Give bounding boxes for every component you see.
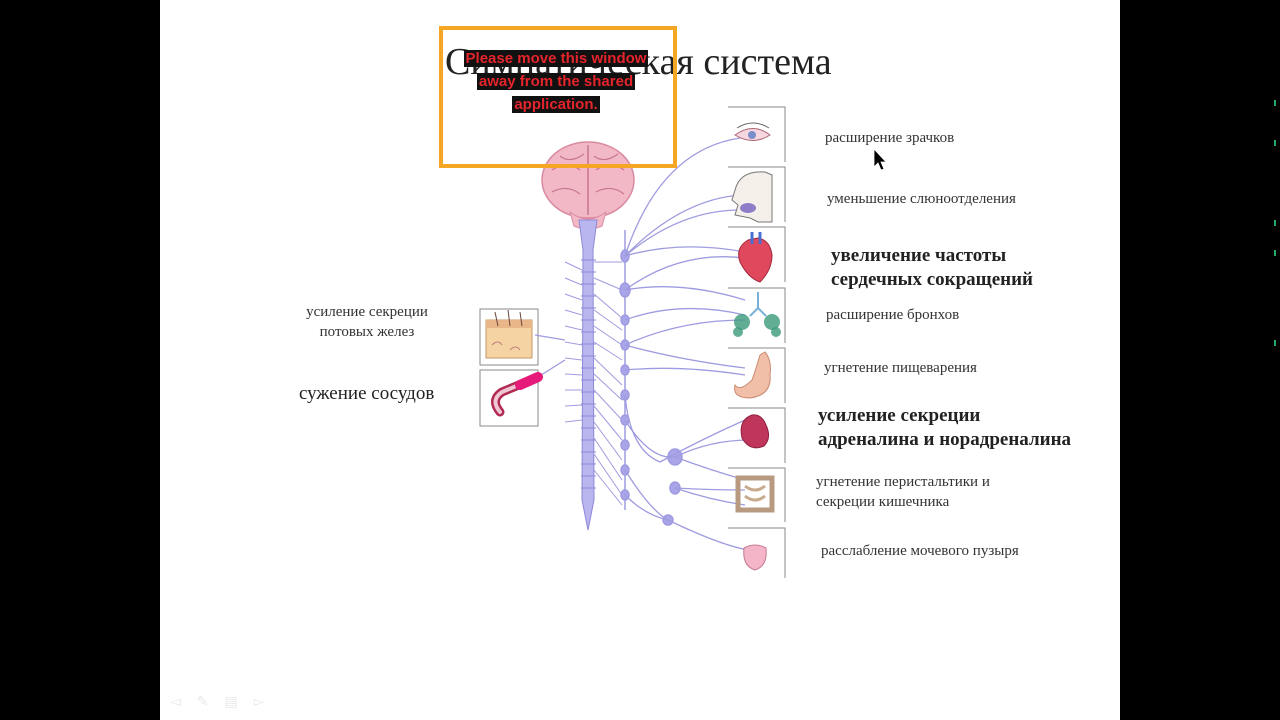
share-warning-line-3: application. [512,96,600,113]
share-warning-message: Please move this window away from the sh… [456,47,656,116]
label-heart-1: увеличение частоты [831,245,1007,266]
previous-slide-icon[interactable]: ◅ [170,694,181,710]
skin-sweat-gland-icon [485,309,533,359]
share-warning-overlay[interactable] [439,26,677,168]
label-digestion: угнетение пищеварения [824,360,977,376]
head-salivary-icon [731,171,773,223]
bladder-icon [743,544,767,571]
label-sweat-1: усиление секреции [306,304,428,320]
next-slide-icon[interactable]: ▻ [253,694,265,710]
sympathetic-nervous-system-diagram [479,106,887,578]
presentation-slide: Симпатическая система расширение зрачков… [160,0,1120,720]
spinal-cord [564,219,623,531]
organ-frames [479,106,786,578]
label-sweat-2: потовых желез [319,324,415,340]
eye-icon [734,122,771,141]
label-bronchi: расширение бронхов [826,307,960,323]
label-bladder: расслабление мочевого пузыря [821,543,1019,559]
slideshow-toolbar: ◅ ✎ ▤ ▻ [170,694,265,710]
label-pupils: расширение зрачков [825,130,955,146]
label-adrenal-1: усиление секреции [818,405,981,426]
label-vessels: сужение сосудов [299,383,435,404]
share-warning-line-2: away from the shared [476,73,636,90]
heart-icon [738,232,773,283]
label-adrenal-2: адреналина и норадреналина [818,429,1072,450]
mouse-cursor-icon [873,147,887,171]
stomach-icon [734,351,771,399]
label-intestine-1: угнетение перистальтики и [816,474,990,490]
screen-edge-marks [1272,100,1278,360]
lungs-bronchi-icon [733,292,781,337]
label-saliva: уменьшение слюноотделения [827,191,1016,207]
menu-icon[interactable]: ▤ [224,694,238,710]
nerve-fibers [529,137,751,551]
label-intestine-2: секреции кишечника [816,494,950,510]
kidney-icon [740,414,770,449]
blood-vessel-icon [491,372,543,417]
brain-icon [541,141,635,230]
intestine-icon [735,475,775,513]
share-warning-line-1: Please move this window [463,50,649,67]
label-heart-2: сердечных сокращений [831,269,1033,290]
pen-icon[interactable]: ✎ [196,694,209,710]
